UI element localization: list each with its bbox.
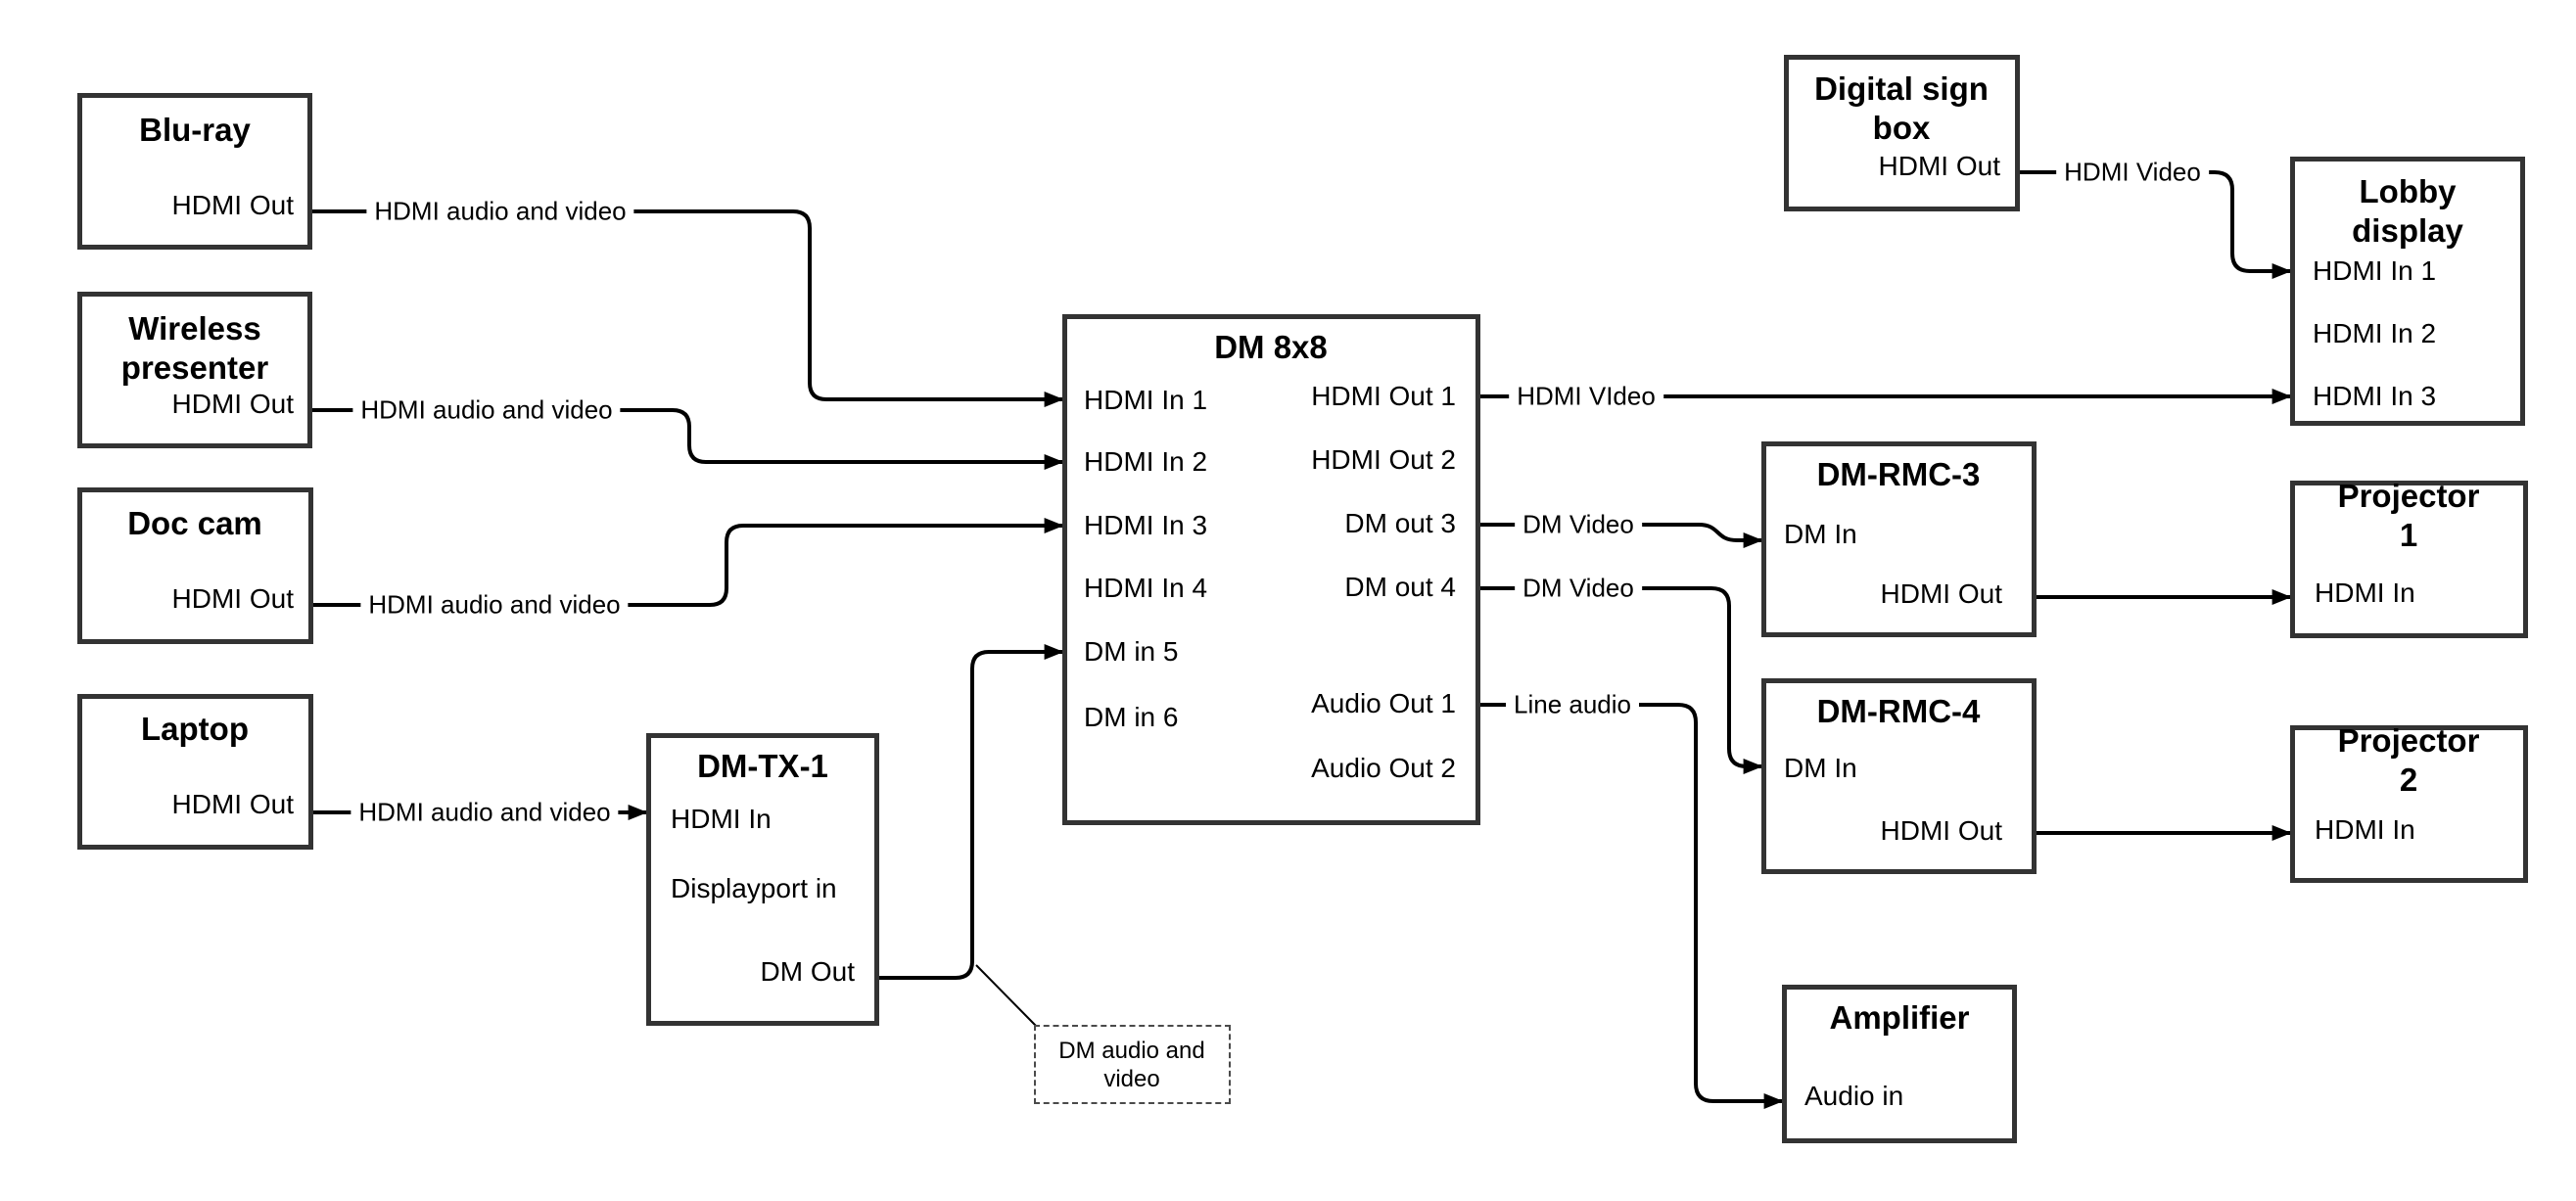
wire-label-bluray-hdmi-av: HDMI audio and video [366, 194, 634, 229]
node-amplifier-title: Amplifier [1829, 999, 1970, 1036]
port-laptop-hdmi-out: HDMI Out [171, 789, 294, 819]
port-dmtx1-dm-out: DM Out [760, 956, 855, 987]
note-text: DM audio and video [1058, 1038, 1205, 1092]
node-dm-rmc-3-title: DM-RMC-3 [1816, 456, 1981, 492]
node-doc-cam-title: Doc cam [127, 505, 262, 541]
node-bluray [77, 93, 312, 250]
node-digital-sign-box [1784, 55, 2020, 211]
port-dm8x8-hdmi-in-1: HDMI In 1 [1084, 385, 1208, 415]
port-dm8x8-hdmi-out-1: HDMI Out 1 [1311, 381, 1456, 411]
port-dm8x8-dm-in-6: DM in 6 [1084, 702, 1179, 732]
node-wireless-presenter-title: Wireless presenter [120, 310, 269, 386]
node-projector-1 [2290, 481, 2528, 638]
note-callout-line [975, 964, 1037, 1027]
port-doccam-hdmi-out: HDMI Out [171, 583, 294, 614]
port-dm8x8-hdmi-in-2: HDMI In 2 [1084, 446, 1208, 477]
wire-label-laptop-hdmi-av: HDMI audio and video [351, 795, 619, 830]
node-lobby-display [2290, 157, 2525, 426]
node-dm-8x8-title: DM 8x8 [1214, 329, 1328, 365]
node-projector-2-title: Projector 2 [2337, 722, 2480, 798]
node-projector-1-title: Projector 1 [2337, 478, 2480, 553]
port-rmc4-hdmi-out: HDMI Out [1880, 815, 2002, 846]
node-dm-tx-1-title: DM-TX-1 [697, 748, 828, 784]
note-box [1034, 1025, 1231, 1104]
port-projector2-hdmi-in: HDMI In [2315, 814, 2415, 845]
port-digitalsign-hdmi-out: HDMI Out [1878, 151, 2000, 181]
port-lobby-hdmi-in-2: HDMI In 2 [2313, 318, 2437, 348]
port-dm8x8-audio-out-2: Audio Out 2 [1311, 753, 1456, 783]
port-lobby-hdmi-in-1: HDMI In 1 [2313, 255, 2437, 286]
wire-wireless-to-dm8x8-hdmi-in-2 [312, 408, 1064, 470]
node-dm-rmc-4 [1761, 678, 2037, 874]
wire-label-hdmi-video-main: HDMI VIdeo [1509, 379, 1663, 414]
wire-bluray-to-dm8x8-hdmi-in-1 [312, 209, 1064, 407]
node-dm-rmc-3 [1761, 441, 2037, 637]
port-lobby-hdmi-in-3: HDMI In 3 [2313, 381, 2437, 411]
node-amplifier [1782, 985, 2017, 1143]
node-projector-2 [2290, 725, 2528, 883]
port-rmc3-hdmi-out: HDMI Out [1880, 578, 2002, 609]
port-dm8x8-hdmi-out-2: HDMI Out 2 [1311, 444, 1456, 475]
node-laptop [77, 694, 313, 850]
port-dm8x8-dm-out-3: DM out 3 [1344, 508, 1456, 538]
node-laptop-title: Laptop [141, 711, 249, 747]
node-lobby-display-title: Lobby display [2352, 173, 2463, 249]
node-bluray-title: Blu-ray [139, 112, 251, 148]
port-projector1-hdmi-in: HDMI In [2315, 577, 2415, 608]
wire-dmtx1-dmout-to-dm8x8-dm-in-5 [879, 644, 1064, 980]
wire-label-hdmi-video-sign: HDMI Video [2056, 155, 2209, 190]
wire-dm8x8-dmout3-to-rmc3-dm-in [1480, 523, 1763, 548]
wire-digitalsign-to-lobby-hdmi-in-1 [2020, 170, 2292, 279]
port-dm8x8-dm-in-5: DM in 5 [1084, 636, 1179, 667]
wire-label-dm-video-4: DM Video [1515, 571, 1642, 606]
wire-label-wireless-hdmi-av: HDMI audio and video [352, 393, 621, 428]
wire-doccam-to-dm8x8-hdmi-in-3 [312, 518, 1064, 607]
node-digital-sign-box-title: Digital sign box [1814, 70, 1989, 146]
port-rmc3-dm-in: DM In [1784, 519, 1857, 549]
port-dm8x8-audio-out-1: Audio Out 1 [1311, 688, 1456, 718]
wire-label-line-audio: Line audio [1506, 687, 1639, 722]
wire-dm8x8-audioout1-to-amplifier [1480, 703, 1784, 1109]
port-dm8x8-hdmi-in-4: HDMI In 4 [1084, 573, 1208, 603]
node-dm-8x8 [1062, 314, 1480, 825]
port-wireless-hdmi-out: HDMI Out [171, 389, 294, 419]
node-wireless-presenter [77, 292, 312, 448]
port-dm8x8-dm-out-4: DM out 4 [1344, 572, 1456, 602]
port-amplifier-audio-in: Audio in [1804, 1081, 1904, 1111]
port-dm8x8-hdmi-in-3: HDMI In 3 [1084, 510, 1208, 540]
port-dmtx1-displayport-in: Displayport in [671, 873, 837, 903]
wire-dm8x8-dmout4-to-rmc4-dm-in [1480, 586, 1763, 774]
wire-label-doccam-hdmi-av: HDMI audio and video [360, 587, 629, 623]
node-dm-tx-1 [646, 733, 879, 1026]
wire-label-dm-video-3: DM Video [1515, 507, 1642, 542]
node-dm-rmc-4-title: DM-RMC-4 [1816, 693, 1981, 729]
node-doc-cam [77, 487, 313, 644]
port-bluray-hdmi-out: HDMI Out [171, 190, 294, 220]
port-rmc4-dm-in: DM In [1784, 753, 1857, 783]
port-dmtx1-hdmi-in: HDMI In [671, 804, 772, 834]
